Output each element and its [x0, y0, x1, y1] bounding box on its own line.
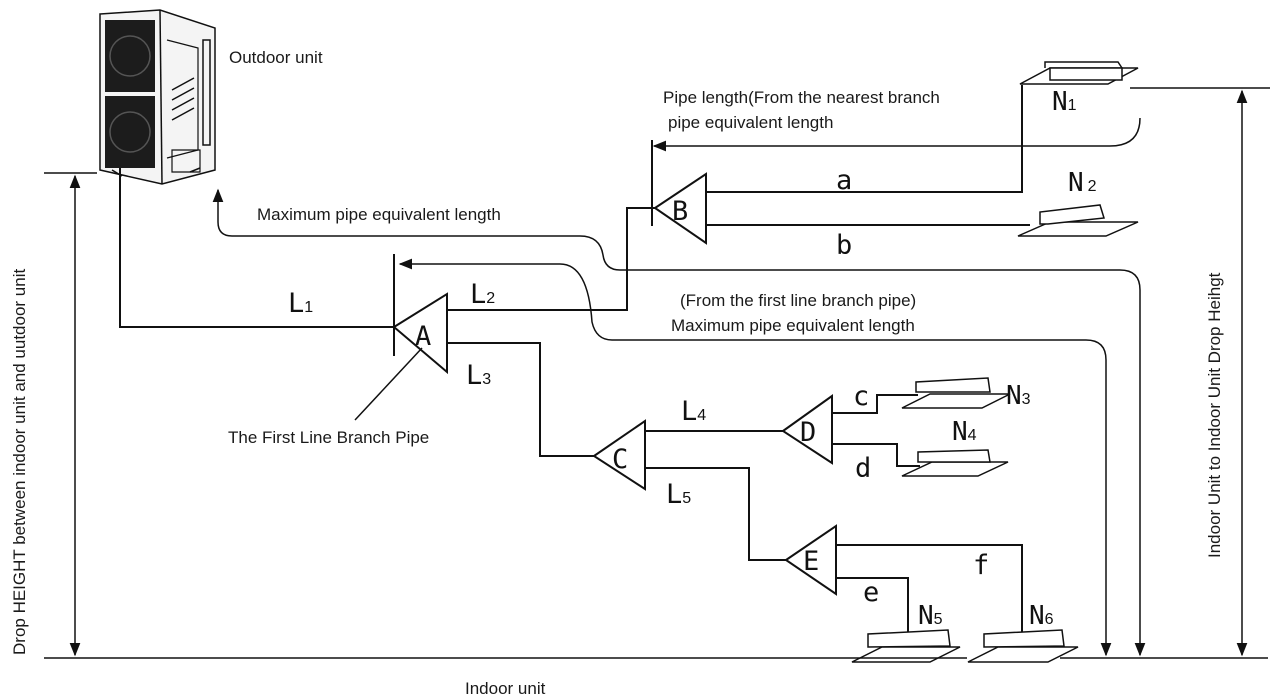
pipe-d-label: d [855, 453, 871, 484]
pipe-length-label-line1: Pipe length(From the nearest branch [663, 88, 940, 107]
pipe-l1 [119, 168, 395, 328]
unit-n3-label: N3 [1006, 381, 1031, 411]
outdoor-unit-label: Outdoor unit [229, 48, 323, 67]
branch-d-label: D [800, 417, 816, 448]
pipe-length-label-line2: pipe equivalent length [668, 113, 833, 132]
unit-n1-label: N1 [1052, 87, 1077, 117]
unit-n4-label: N4 [952, 417, 977, 447]
indoor-unit-n3 [901, 377, 1011, 409]
pipe-b-label: b [836, 230, 852, 261]
pipe-c-label: c [853, 381, 869, 412]
nearest-branch-arrow [652, 117, 1141, 152]
unit-n6-label: N6 [1029, 601, 1054, 631]
pipe-l4-label: L4 [681, 396, 706, 427]
pipe-f-label: f [973, 550, 989, 581]
branch-a-label: A [415, 321, 431, 352]
branch-b-label: B [672, 196, 688, 227]
indoor-unit-n6 [967, 629, 1079, 663]
pipe-l1-label: L1 [288, 288, 313, 319]
pipe-d [832, 443, 920, 467]
pipe-l5-label: L5 [666, 479, 691, 510]
pipe-e-label: e [863, 577, 879, 608]
pipe-c [832, 394, 918, 414]
pipe-l2-label: L2 [470, 279, 495, 310]
pipe-l3-label: L3 [466, 360, 491, 391]
first-branch-note-line2: Maximum pipe equivalent length [671, 316, 915, 335]
indoor-unit-label: Indoor unit [465, 679, 546, 698]
indoor-unit-n5 [851, 629, 961, 663]
branch-c-label: C [612, 444, 628, 475]
indoor-unit-n1 [1019, 61, 1139, 85]
outdoor-unit-illustration [99, 9, 216, 185]
unit-n5-label: N5 [918, 601, 943, 631]
max-length-arrow [212, 188, 1146, 657]
drop-height-right-label: Indoor Unit to Indoor Unit Drop Heihgt [1205, 272, 1224, 558]
indoor-unit-n2 [1017, 204, 1139, 237]
indoor-unit-n4 [901, 449, 1009, 477]
first-branch-leader [354, 347, 423, 421]
branch-e-label: E [803, 546, 819, 577]
first-branch-label: The First Line Branch Pipe [228, 428, 429, 447]
pipe-a-label: a [836, 165, 852, 196]
max-pipe-label: Maximum pipe equivalent length [257, 205, 501, 224]
first-branch-max-arrow [398, 258, 1112, 657]
drop-height-left-label: Drop HEIGHT between indoor unit and uutd… [10, 269, 29, 655]
first-branch-note-line1: (From the first line branch pipe) [680, 291, 916, 310]
